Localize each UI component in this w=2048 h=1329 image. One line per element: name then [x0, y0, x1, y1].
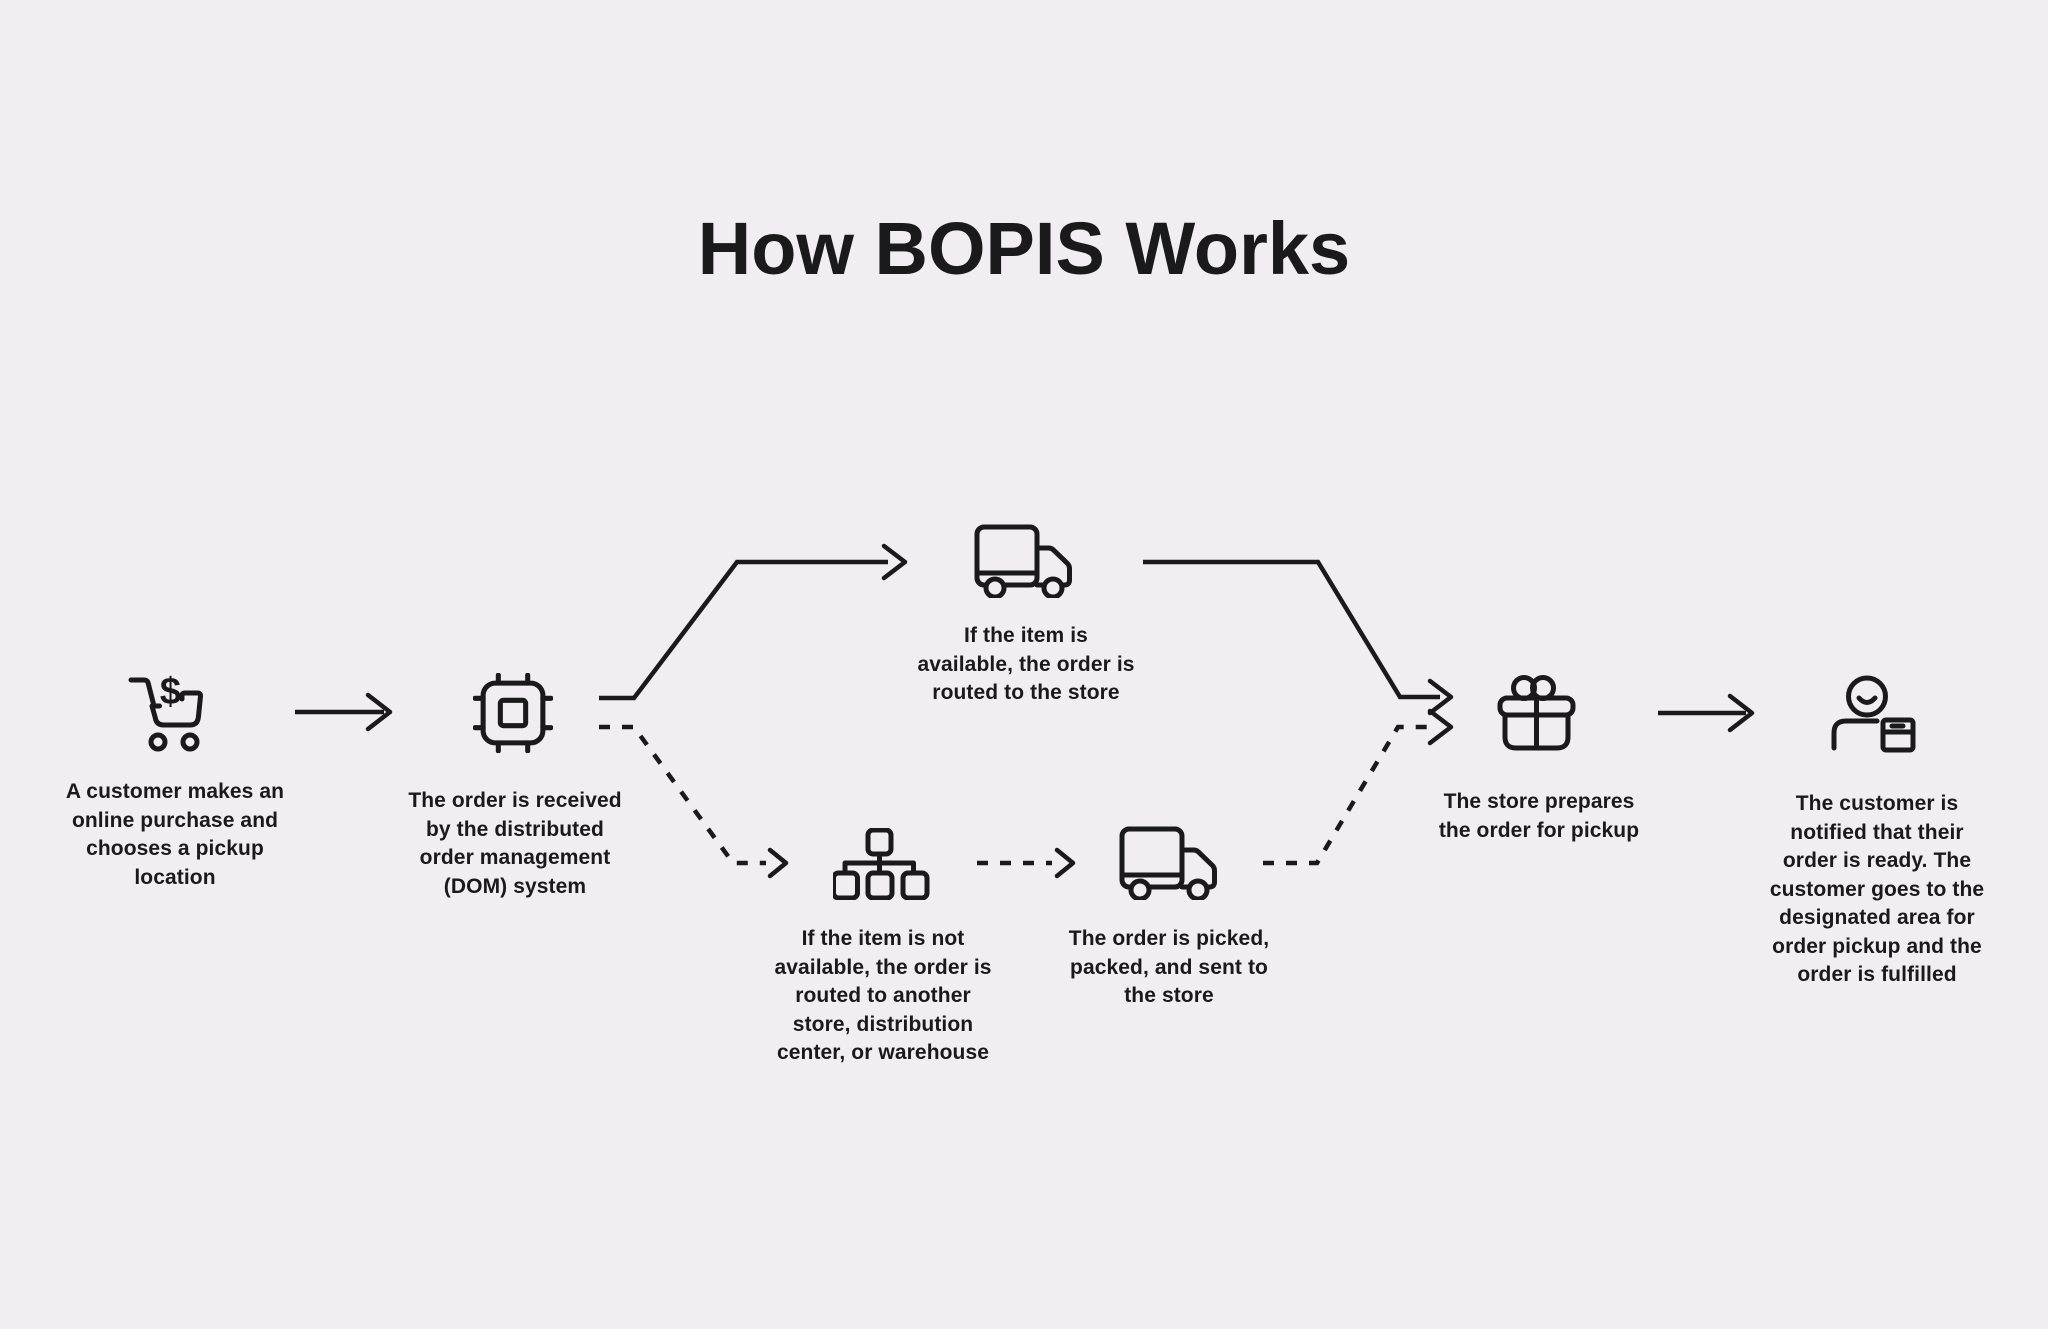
step-caption-transfer: The order is picked, packed, and sent to…: [1068, 927, 1270, 1007]
shopping-cart-icon: $: [128, 671, 204, 752]
page-title: How BOPIS Works: [697, 207, 1351, 290]
delivery-truck-icon: [1119, 826, 1217, 900]
path-dom-to-network-dashed: [599, 724, 789, 879]
chip-icon: [473, 673, 553, 753]
delivery-truck-icon: [974, 524, 1072, 598]
path-dom-to-truck-available: [599, 543, 908, 701]
arrow-cart-to-dom: [295, 692, 393, 732]
path-truck-available-to-gift: [1143, 559, 1454, 716]
gift-box-icon: [1497, 675, 1576, 751]
step-caption-purchase: A customer makes an online purchase and …: [65, 780, 285, 889]
step-caption-available: If the item is available, the order is r…: [917, 624, 1135, 704]
hierarchy-icon: [833, 828, 930, 900]
dollar-sign: $: [160, 671, 181, 713]
path-truck-transfer-to-gift-dashed: [1263, 708, 1454, 866]
step-caption-dom: The order is received by the distributed…: [408, 789, 622, 898]
step-caption-prepare: The store prepares the order for pickup: [1438, 790, 1640, 842]
step-caption-pickup: The customer is notified that their orde…: [1769, 792, 1985, 986]
path-network-to-truck-transfer-dashed: [977, 847, 1076, 879]
customer-pickup-icon: [1831, 675, 1916, 753]
arrow-gift-to-customer: [1658, 693, 1755, 733]
step-caption-unavailable: If the item is not available, the order …: [774, 927, 992, 1064]
